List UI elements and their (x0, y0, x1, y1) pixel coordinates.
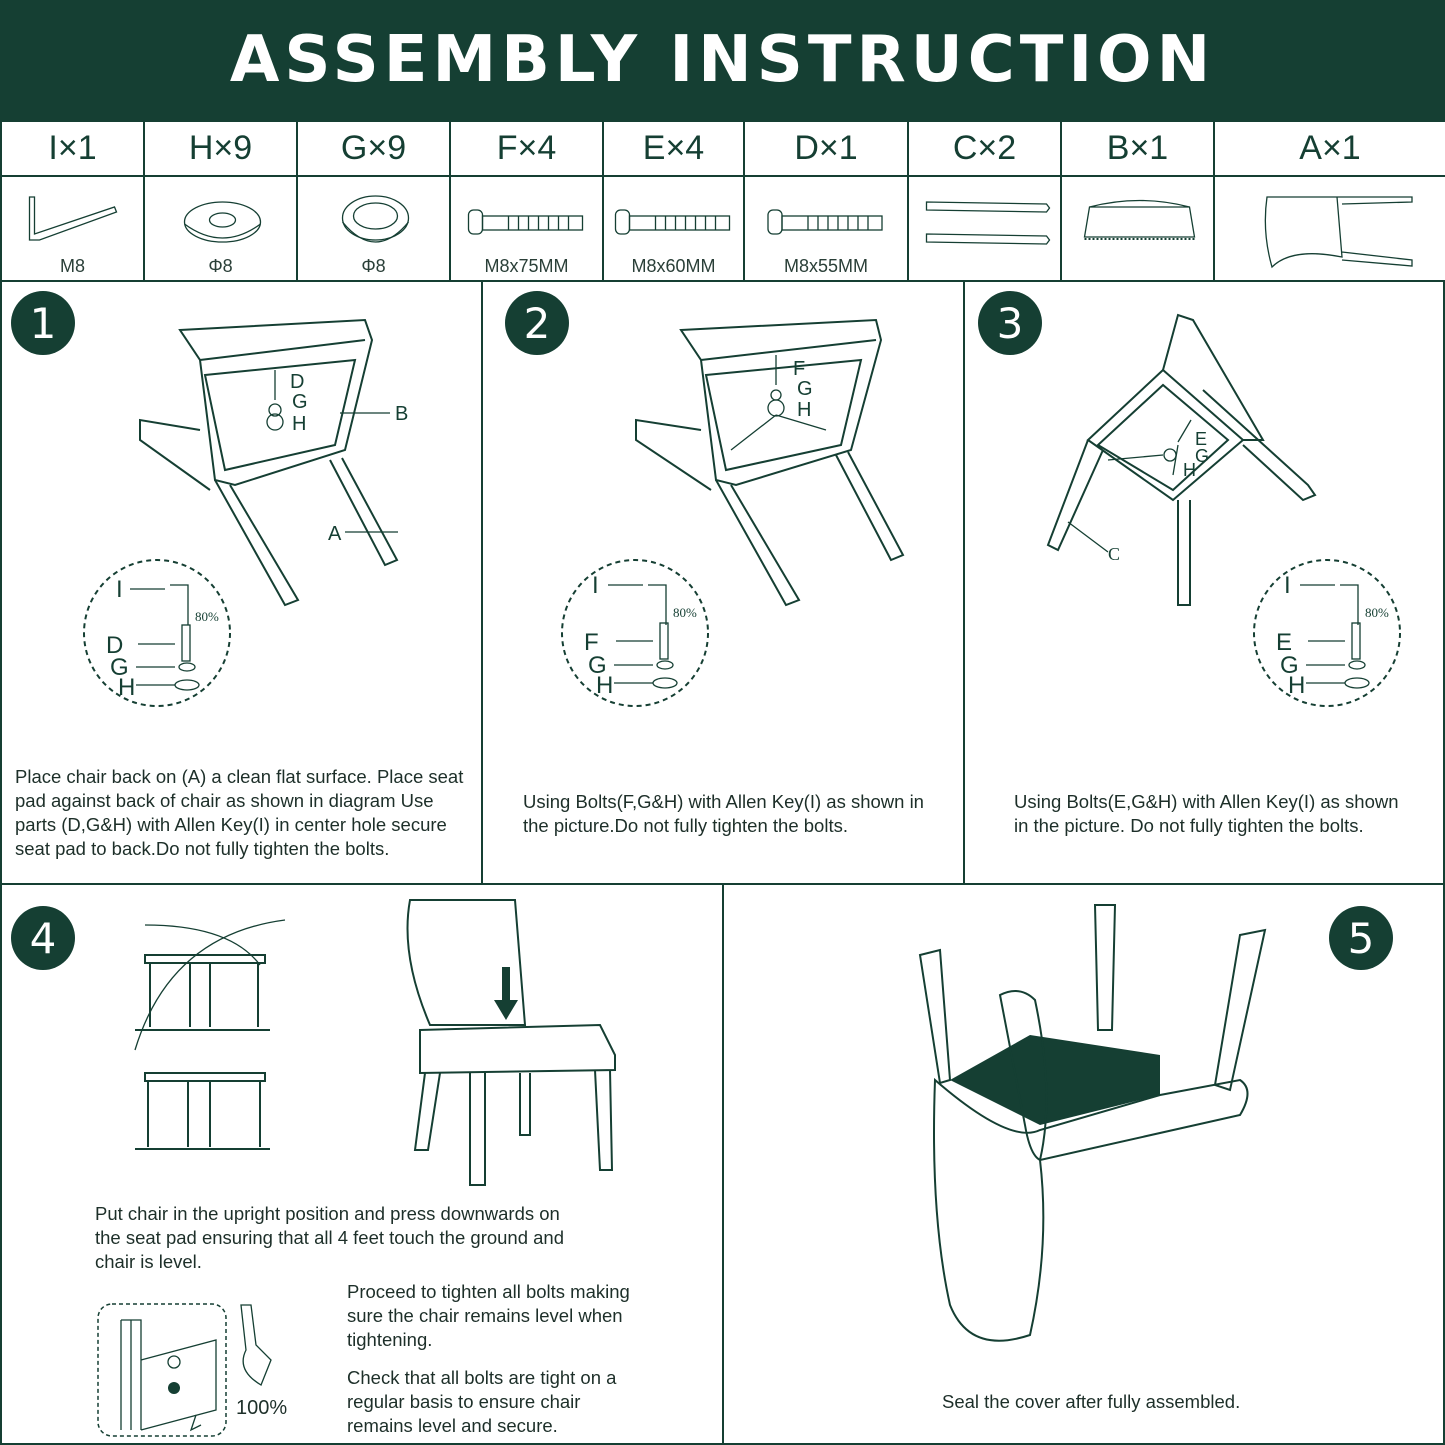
part-cell-a (1213, 175, 1445, 282)
step-4-level-diagram (134, 919, 286, 1150)
part-cell-f: M8x75MM (449, 175, 604, 282)
step-5-panel (722, 883, 1445, 1445)
part-cell-h: Φ8 (143, 175, 298, 282)
spring-washer-icon (341, 195, 410, 243)
part-label-b: B×1 (1060, 120, 1215, 177)
part-label-h: H×9 (143, 120, 298, 177)
step-2-chair-illustration: F G H (635, 318, 905, 607)
svg-text:A: A (328, 523, 342, 545)
part-cell-e: M8x60MM (602, 175, 745, 282)
svg-text:80%: 80% (195, 609, 219, 624)
step-number-2: 2 (505, 291, 569, 355)
seat-pad-icon (1083, 199, 1196, 240)
brackets-icon (925, 201, 1051, 245)
part-cell-b (1060, 175, 1215, 282)
svg-text:F: F (793, 358, 805, 380)
step-2-detail-circle: I F G H 80% (561, 559, 709, 707)
step-5-instructions: Seal the cover after fully assembled. (942, 1391, 1241, 1412)
step-number-1: 1 (11, 291, 75, 355)
svg-text:H: H (292, 413, 306, 435)
svg-text:G: G (110, 654, 129, 681)
part-cell-c (907, 175, 1062, 282)
svg-text:I: I (1284, 572, 1291, 599)
part-cell-d: M8x55MM (743, 175, 909, 282)
step-number-4: 4 (11, 906, 75, 970)
step-1-instructions: Place chair back on (A) a clean flat sur… (15, 766, 464, 859)
step-3-chair-illustration: E G H C (1046, 313, 1317, 606)
step-3-detail-circle: I E G H 80% (1253, 559, 1401, 707)
svg-text:G: G (588, 652, 607, 679)
part-label-e: E×4 (602, 120, 745, 177)
step-4-percent: 100% (236, 1397, 288, 1419)
svg-text:80%: 80% (673, 605, 697, 620)
step-1-chair-illustration: D G H B A (139, 318, 408, 607)
part-size: M8x75MM (484, 256, 569, 276)
svg-text:G: G (1280, 652, 1299, 679)
svg-text:H: H (118, 674, 135, 701)
part-size: Φ8 (361, 256, 386, 276)
step-1-detail-circle: I D G H 80% (83, 559, 231, 707)
step-2-instructions: Using Bolts(F,G&H) with Allen Key(I) as … (523, 791, 924, 836)
flat-washer-icon (183, 201, 262, 243)
svg-text:I: I (592, 572, 599, 599)
bolt-icon (767, 209, 883, 235)
svg-text:D: D (106, 632, 123, 659)
part-size: M8x60MM (631, 256, 716, 276)
svg-text:E: E (1276, 629, 1292, 656)
step-3-instructions: Using Bolts(E,G&H) with Allen Key(I) as … (1014, 791, 1399, 836)
svg-text:G: G (292, 391, 308, 413)
page-title: ASSEMBLY INSTRUCTION (229, 23, 1216, 97)
step-4-tighten-detail (97, 1303, 272, 1437)
svg-text:D: D (290, 371, 304, 393)
svg-text:80%: 80% (1365, 605, 1389, 620)
part-cell-g: Φ8 (296, 175, 451, 282)
svg-text:C: C (1108, 544, 1120, 564)
bolt-icon (467, 209, 584, 235)
bolt-icon (614, 209, 731, 235)
part-label-d: D×1 (743, 120, 909, 177)
svg-text:E: E (1195, 429, 1207, 449)
svg-text:B: B (395, 403, 408, 425)
svg-text:G: G (1195, 446, 1209, 466)
allen-key-icon (28, 196, 118, 241)
step-4-instructions: Put chair in the upright position and pr… (95, 1203, 565, 1272)
step-4-tighten-text: Proceed to tighten all bolts making sure… (347, 1281, 630, 1350)
svg-text:H: H (1288, 672, 1305, 699)
svg-text:H: H (1183, 460, 1196, 480)
part-label-c: C×2 (907, 120, 1062, 177)
part-size: M8x55MM (783, 256, 868, 276)
svg-text:I: I (116, 576, 123, 603)
step-number-5: 5 (1329, 906, 1393, 970)
header-banner: ASSEMBLY INSTRUCTION (0, 0, 1445, 120)
step-4-upright-chair-illustration (406, 899, 616, 1186)
part-label-i: I×1 (0, 120, 145, 177)
part-label-a: A×1 (1213, 120, 1445, 177)
part-size: M8 (59, 256, 85, 276)
svg-text:G: G (797, 378, 813, 400)
part-size: Φ8 (208, 256, 233, 276)
step-number-3: 3 (978, 291, 1042, 355)
part-label-g: G×9 (296, 120, 451, 177)
step-5-chair-cover-illustration (918, 904, 1267, 1342)
svg-text:F: F (584, 629, 599, 656)
chair-back-icon (1264, 196, 1413, 269)
part-cell-i: M8 (0, 175, 145, 282)
svg-text:H: H (797, 399, 811, 421)
part-label-f: F×4 (449, 120, 604, 177)
svg-text:H: H (596, 672, 613, 699)
step-4-check-text: Check that all bolts are tight on a regu… (347, 1367, 617, 1436)
